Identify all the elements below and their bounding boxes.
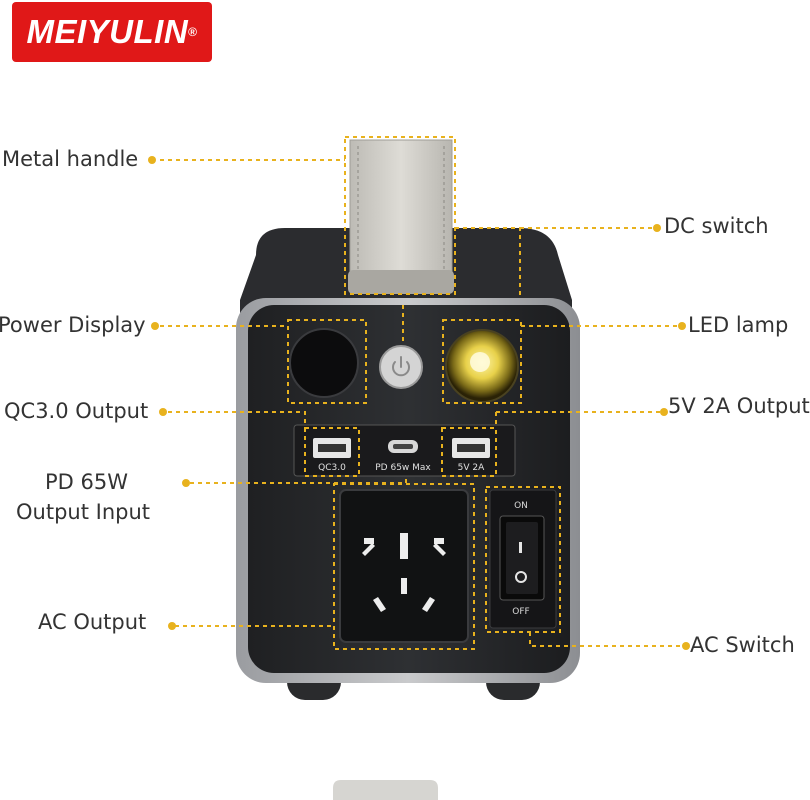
callout-qc-output: QC3.0 Output — [4, 399, 149, 423]
callout-usb-output: 5V 2A Output — [668, 394, 810, 418]
usb-port-label: 5V 2A — [458, 463, 485, 473]
callout-metal-handle: Metal handle — [2, 147, 139, 171]
qc-usb-port-slot — [318, 444, 346, 452]
qc-port-label: QC3.0 — [318, 463, 346, 473]
ac-outlet-socket — [362, 533, 446, 612]
handle-stitching — [357, 146, 445, 282]
callout-dc-switch: DC switch — [664, 214, 769, 238]
callout-ac-output: AC Output — [38, 610, 147, 634]
pd-usbc-port-slot — [393, 444, 413, 449]
ac-rocker-face — [506, 522, 538, 594]
callout-pd-line1: PD 65W — [45, 470, 128, 494]
callout-power-display: Power Display — [0, 313, 146, 337]
brand-logo: MEIYULIN® — [12, 2, 212, 62]
handle-base — [348, 270, 454, 294]
callout-dots — [148, 156, 690, 650]
led-lamp-center — [470, 352, 490, 372]
ac-rocker-off-mark — [515, 571, 527, 583]
usb-2a-port-slot — [457, 444, 485, 452]
ac-switch-on-label: ON — [514, 501, 528, 511]
handle — [349, 139, 453, 291]
callout-pd-line2: Output Input — [16, 500, 150, 524]
ac-rocker-on-mark — [519, 542, 522, 553]
next-item-handle-peek — [333, 780, 438, 800]
ac-switch-off-label: OFF — [512, 607, 529, 617]
callout-led-lamp: LED lamp — [688, 313, 789, 337]
power-icon — [392, 356, 410, 377]
pd-port-label: PD 65w Max — [375, 463, 431, 473]
brand-name: MEIYULIN — [26, 13, 189, 50]
power-display-screen — [289, 328, 359, 398]
callout-ac-switch: AC Switch — [690, 633, 795, 657]
ac-outlet-panel — [339, 489, 469, 643]
registered-mark: ® — [188, 25, 198, 39]
callout-lines — [160, 136, 682, 650]
